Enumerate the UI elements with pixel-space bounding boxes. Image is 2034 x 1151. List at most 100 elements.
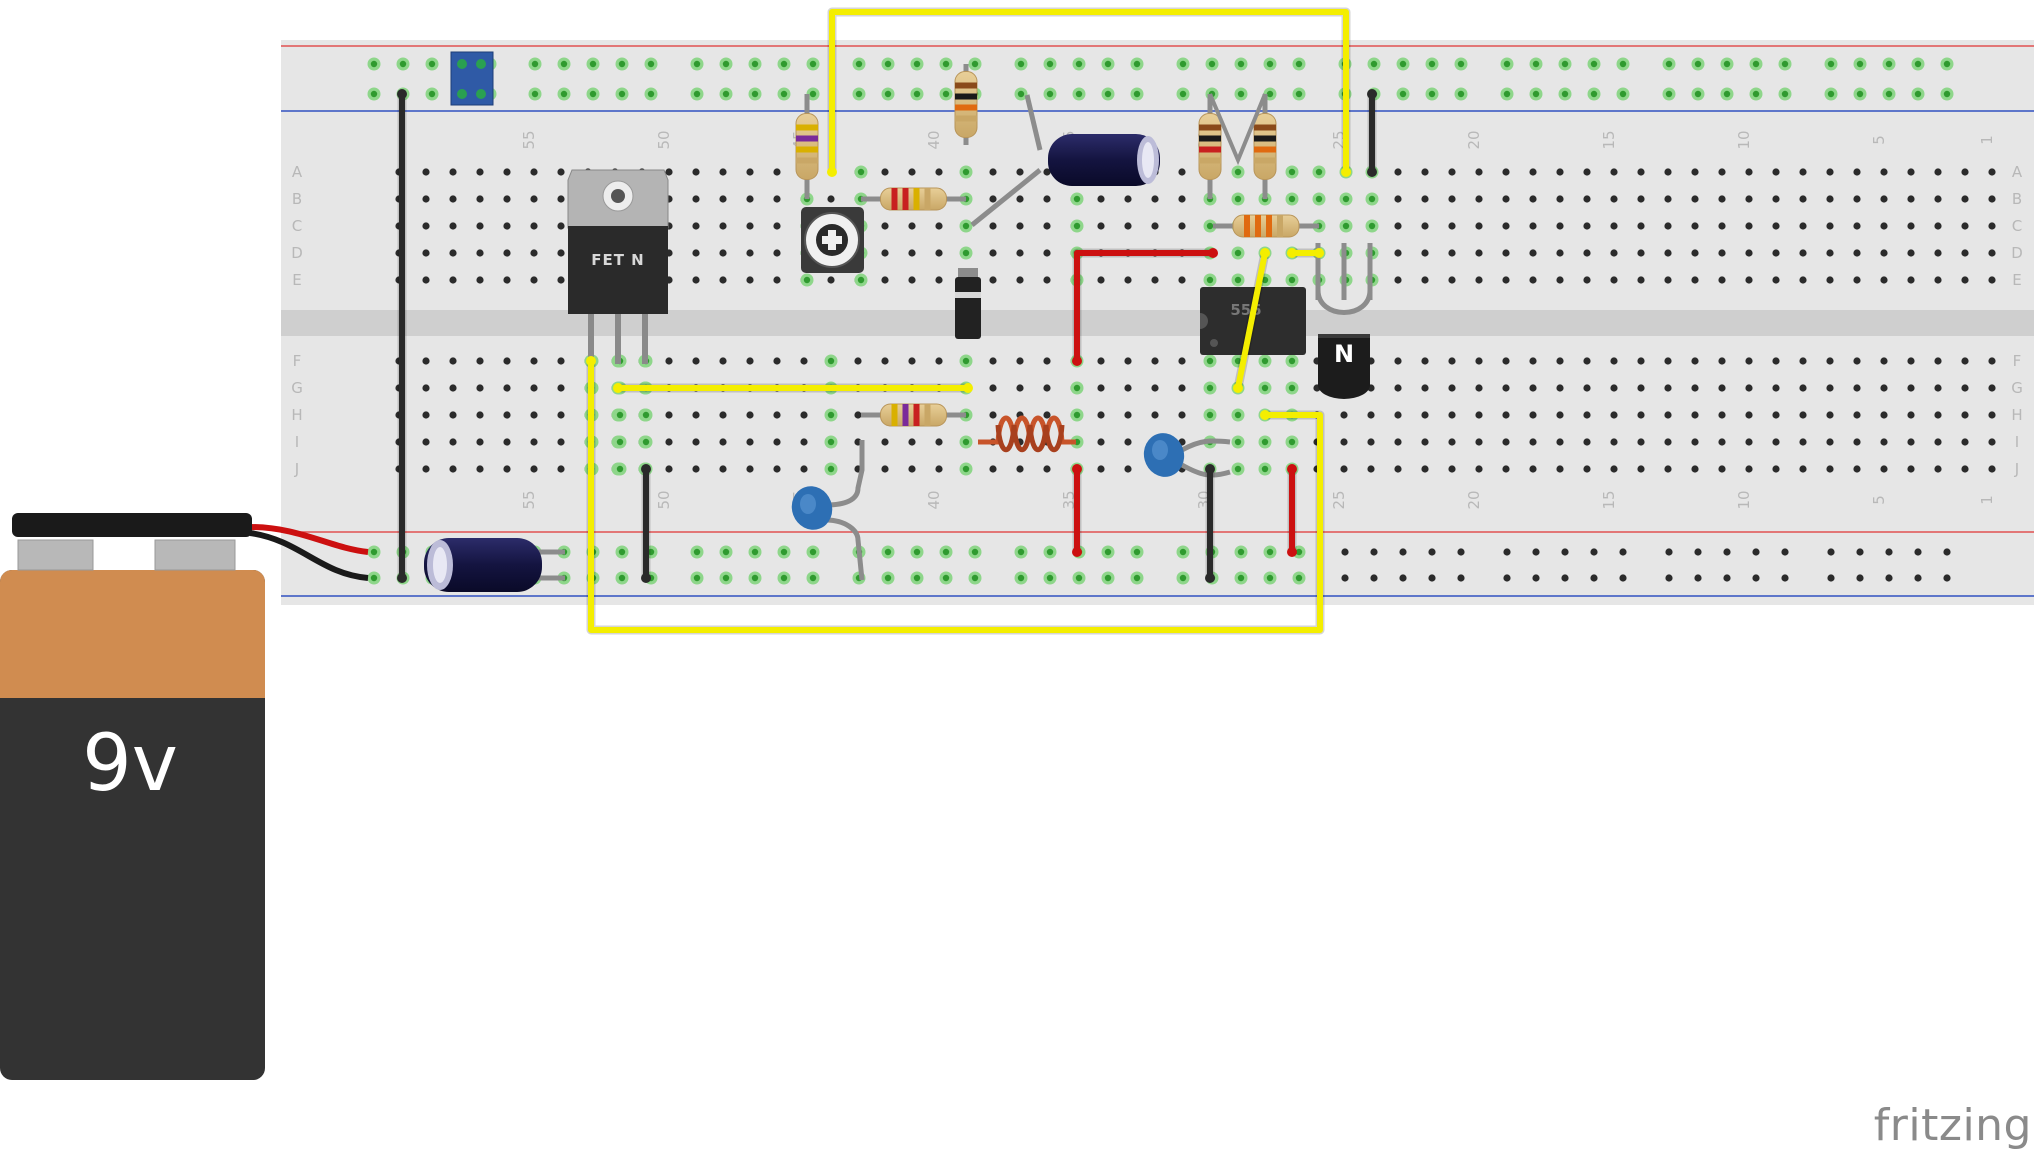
rail-hole [1914, 574, 1922, 582]
mosfet-to220[interactable]: FET N [567, 169, 669, 364]
hole [1799, 438, 1807, 446]
hole [800, 411, 808, 419]
hole [1664, 384, 1672, 392]
hole [1016, 195, 1024, 203]
hole [692, 276, 700, 284]
hole [1718, 411, 1726, 419]
trimmer-potentiometer[interactable] [801, 207, 864, 273]
rail-hole [1457, 574, 1465, 582]
resistor-r5[interactable] [1253, 94, 1277, 199]
hole [1691, 276, 1699, 284]
resistor-r3[interactable] [861, 187, 966, 211]
resistor-r6[interactable] [1213, 214, 1319, 238]
hole [1529, 276, 1537, 284]
hole [1988, 195, 1996, 203]
hole [989, 168, 997, 176]
jumper-wires [397, 7, 1377, 635]
hole [746, 411, 754, 419]
hole [935, 222, 943, 230]
electrolytic-capacitor-top[interactable] [970, 94, 1160, 227]
hole [476, 222, 484, 230]
rail-hole [1694, 548, 1702, 556]
hole [422, 411, 430, 419]
hole [1394, 276, 1402, 284]
hole [773, 195, 781, 203]
electrolytic-capacitor-bottom[interactable] [424, 538, 565, 592]
hole [1934, 195, 1942, 203]
mosfet-label: FET N [591, 251, 645, 269]
rail-hole [1370, 548, 1378, 556]
hole [503, 384, 511, 392]
hole [1043, 411, 1051, 419]
hole [1745, 222, 1753, 230]
hole [1151, 411, 1159, 419]
hole [1151, 222, 1159, 230]
hole [881, 249, 889, 257]
hole [1907, 195, 1915, 203]
hole [1421, 276, 1429, 284]
hole [881, 357, 889, 365]
row-letter-right: A [2012, 163, 2023, 181]
ceramic-capacitor-left[interactable] [786, 440, 865, 581]
hole [1799, 249, 1807, 257]
battery-9v[interactable]: 9v [0, 513, 369, 1080]
hole [1826, 438, 1834, 446]
hole [1556, 438, 1564, 446]
hole [719, 276, 727, 284]
inductor-coil[interactable] [978, 415, 1076, 452]
column-number-top: 10 [1735, 130, 1753, 149]
rail-hole [1619, 548, 1627, 556]
hole [422, 195, 430, 203]
hole [692, 222, 700, 230]
hole [503, 249, 511, 257]
yellow-wire-diagonal[interactable] [1235, 252, 1268, 389]
hole [1421, 438, 1429, 446]
row-letter-left: G [291, 379, 303, 397]
hole [1610, 276, 1618, 284]
hole [746, 276, 754, 284]
resistor-r7[interactable] [861, 403, 966, 427]
rail-hole [1532, 548, 1540, 556]
resistor-r4[interactable] [1198, 94, 1222, 199]
ceramic-capacitor-right[interactable] [1139, 429, 1231, 482]
hole [503, 411, 511, 419]
resistor-r1[interactable] [795, 94, 819, 199]
hole [1016, 384, 1024, 392]
hole [476, 357, 484, 365]
hole [1907, 168, 1915, 176]
battery-label: 9v [82, 719, 178, 809]
hole [1772, 195, 1780, 203]
yellow-wire-top[interactable] [829, 9, 1349, 172]
rail-hole [1885, 548, 1893, 556]
hole [1799, 357, 1807, 365]
diode[interactable] [955, 268, 981, 339]
hole [1043, 357, 1051, 365]
hole [1475, 384, 1483, 392]
hole [503, 438, 511, 446]
hole [746, 168, 754, 176]
yellow-wire-bottom-loop[interactable] [588, 361, 1323, 633]
column-number-top: 1 [1978, 135, 1996, 145]
hole [1016, 168, 1024, 176]
row-letter-right: F [2013, 352, 2022, 370]
hole [1664, 168, 1672, 176]
hole [449, 168, 457, 176]
hole [1421, 357, 1429, 365]
hole [1718, 465, 1726, 473]
screw-terminal[interactable] [450, 51, 494, 106]
hole [1880, 222, 1888, 230]
hole [1097, 276, 1105, 284]
hole [908, 465, 916, 473]
red-wire-top[interactable] [1074, 250, 1213, 361]
row-letter-left: H [291, 406, 302, 424]
hole [1097, 465, 1105, 473]
resistor-r2[interactable] [954, 64, 978, 145]
hole [1718, 249, 1726, 257]
hole [746, 465, 754, 473]
hole [1475, 357, 1483, 365]
hole [1880, 195, 1888, 203]
hole [422, 222, 430, 230]
hole [1502, 276, 1510, 284]
row-letter-right: C [2012, 217, 2022, 235]
hole [989, 222, 997, 230]
